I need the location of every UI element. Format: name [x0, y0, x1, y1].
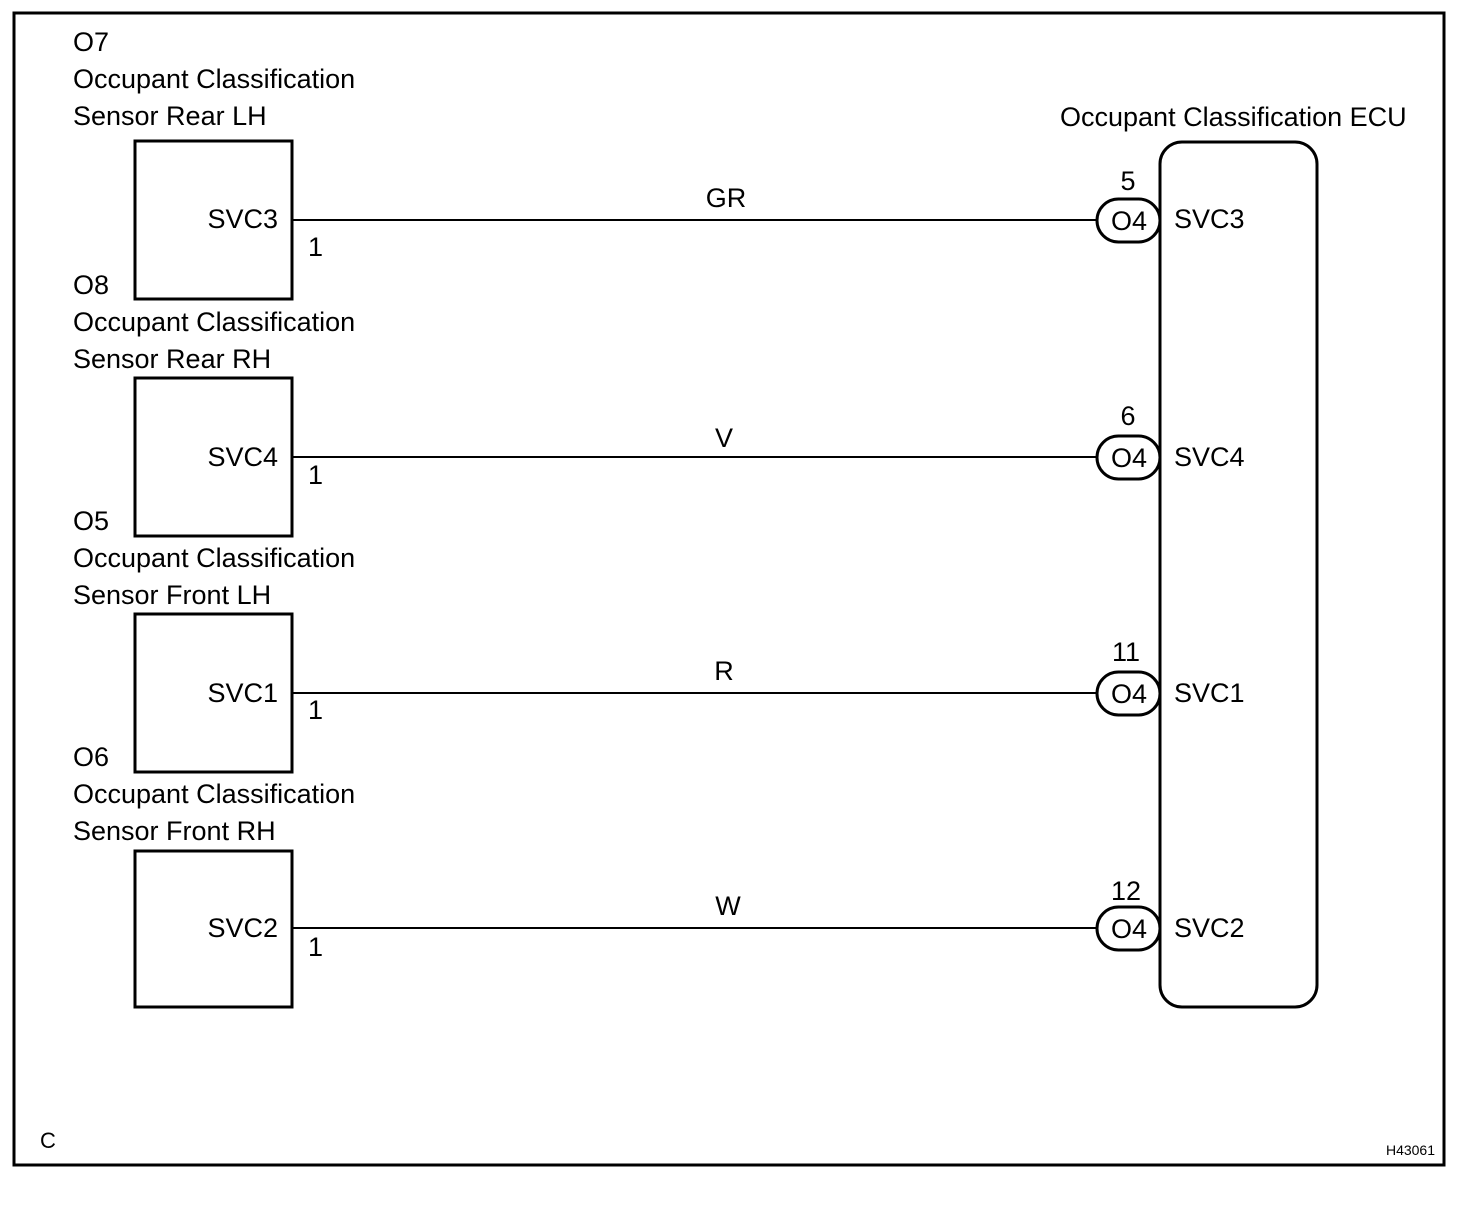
connector-label: O4: [1111, 443, 1147, 473]
sensor-name-line1: Occupant Classification: [73, 64, 355, 94]
ecu-pin-number: 6: [1120, 401, 1135, 431]
figure-id: H43061: [1386, 1142, 1435, 1158]
sensor-name-line2: Sensor Rear RH: [73, 344, 271, 374]
corner-letter: C: [40, 1128, 56, 1153]
sensor-name-line2: Sensor Front LH: [73, 580, 271, 610]
sensor-pin-number: 1: [308, 695, 323, 725]
sensor-terminal-name: SVC1: [207, 678, 278, 708]
connector-label: O4: [1111, 206, 1147, 236]
ecu-terminal-name: SVC1: [1174, 678, 1245, 708]
ecu-terminal-name: SVC2: [1174, 913, 1245, 943]
ecu-terminal-name: SVC4: [1174, 442, 1245, 472]
wire-color-label: W: [715, 891, 741, 921]
ecu-pin-number: 11: [1112, 637, 1140, 667]
circuit-svc2: O6 Occupant Classification Sensor Front …: [73, 742, 1245, 1009]
ecu-body: [1158, 140, 1319, 1009]
connector-label: O4: [1111, 914, 1147, 944]
connector-oval: [1095, 905, 1162, 952]
circuit-svc1: O5 Occupant Classification Sensor Front …: [73, 506, 1245, 774]
sensor-terminal-name: SVC2: [207, 913, 278, 943]
ecu-pin-number: 5: [1120, 166, 1135, 196]
ecu-terminal-name: SVC3: [1174, 204, 1245, 234]
connector-label: O4: [1111, 679, 1147, 709]
ecu-title: Occupant Classification ECU: [1060, 102, 1407, 132]
wire-color-label: R: [714, 656, 734, 686]
sensor-pin-number: 1: [308, 232, 323, 262]
sensor-name-line1: Occupant Classification: [73, 779, 355, 809]
sensor-code: O8: [73, 270, 109, 300]
wire-color-label: GR: [706, 183, 747, 213]
diagram-frame: [12, 11, 1446, 1167]
sensor-name-line1: Occupant Classification: [73, 307, 355, 337]
sensor-name-line2: Sensor Front RH: [73, 816, 276, 846]
sensor-pin-number: 1: [308, 932, 323, 962]
ecu-pin-number: 12: [1111, 876, 1141, 906]
circuit-svc3: O7 Occupant Classification Sensor Rear L…: [73, 27, 1245, 301]
sensor-pin-number: 1: [308, 460, 323, 490]
connector-oval: [1095, 197, 1162, 244]
sensor-code: O6: [73, 742, 109, 772]
connector-oval: [1095, 670, 1162, 717]
connector-oval: [1095, 434, 1162, 481]
sensor-terminal-name: SVC3: [207, 204, 278, 234]
wire-color-label: V: [715, 423, 733, 453]
sensor-code: O7: [73, 27, 109, 57]
sensor-code: O5: [73, 506, 109, 536]
sensor-name-line1: Occupant Classification: [73, 543, 355, 573]
circuit-svc4: O8 Occupant Classification Sensor Rear R…: [73, 270, 1245, 538]
sensor-terminal-name: SVC4: [207, 442, 278, 472]
sensor-name-line2: Sensor Rear LH: [73, 101, 267, 131]
